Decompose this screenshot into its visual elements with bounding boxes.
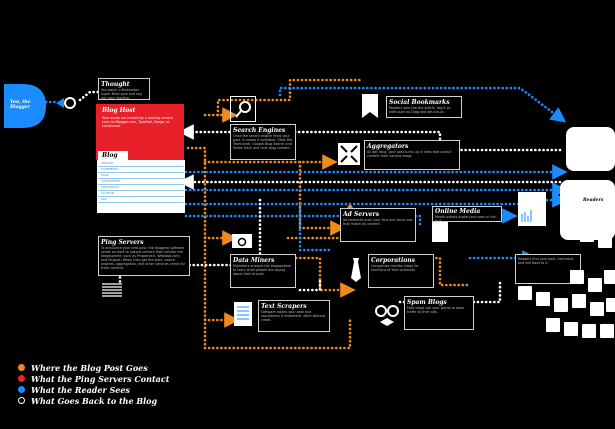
text-scrapers-title: Text Scrapers — [261, 303, 307, 310]
legend-label: What the Ping Servers Contact — [31, 373, 170, 384]
ad-servers-node: Ad Servers Ad networks scan your text an… — [340, 208, 416, 242]
spam-blogs-title: Spam Blogs — [407, 299, 447, 306]
spam-blogs-node: Spam Blogs Fake blogs use your words to … — [404, 296, 474, 330]
online-media-desc: Media outlets quote your post or link to… — [435, 215, 496, 223]
page-icon — [234, 302, 252, 326]
online-media-title: Online Media — [435, 208, 481, 215]
legend-label: What Goes Back to the Blog — [31, 395, 158, 406]
text-scrapers-node: Text Scrapers Software copies your post … — [258, 300, 330, 332]
blog-line: TRACKBACK — [98, 185, 184, 191]
blogger-label: You, the Blogger — [10, 100, 31, 110]
legend-swatch — [18, 386, 25, 393]
legend-swatch — [18, 364, 25, 371]
ad-servers-title: Ad Servers — [343, 211, 380, 218]
legend-item: What the Reader Sees — [18, 384, 169, 395]
reader-doc-icon — [518, 192, 546, 226]
document-icon — [432, 222, 448, 242]
speech-icon — [56, 95, 78, 109]
arrows-icon — [338, 143, 360, 165]
data-miners-desc: Marketers analyze the blogosphere to lea… — [233, 264, 292, 276]
reader-tiles — [510, 228, 615, 428]
social-bookmarks-title: Social Bookmarks — [389, 99, 450, 106]
online-media-node: Online Media Media outlets quote your po… — [432, 206, 502, 223]
search-engines-node: Search Engines Once the search engine fi… — [230, 124, 296, 160]
legend-label: Where the Blog Post Goes — [31, 362, 148, 373]
thought-node: Thought You watch a Budweiser Super Bowl… — [98, 78, 150, 100]
data-miners-node: Data Miners Marketers analyze the blogos… — [230, 254, 296, 288]
legend: Where the Blog Post Goes What the Ping S… — [18, 362, 169, 406]
search-icon — [230, 96, 256, 122]
bookmark-icon — [360, 94, 380, 120]
text-scrapers-desc: Software copies your post and republishe… — [261, 310, 326, 322]
social-bookmarks-desc: Readers who like the article, tag it on … — [389, 106, 451, 114]
blogger-shape-icon — [4, 84, 46, 128]
blog-lines: ARTICLE COMMENTS TAGS CATEGORIES TRACKBA… — [98, 161, 184, 203]
search-engines-desc: Once the search engine finds your post, … — [233, 134, 293, 150]
corporations-desc: Companies monitor blogs for mentions of … — [371, 264, 419, 272]
blog-line: COMMENTS — [98, 167, 184, 173]
reader-monitor-1 — [566, 127, 615, 171]
legend-item: What the Ping Servers Contact — [18, 373, 169, 384]
readers-title: Readers — [583, 198, 604, 203]
readers-desc: Readers find your post, comment, and lin… — [518, 257, 575, 265]
blog-title-tab: Blog — [98, 151, 128, 161]
ad-servers-desc: Ad networks scan your text and serve ads… — [343, 218, 413, 226]
spam-mask-icon — [374, 304, 400, 328]
legend-label: What the Reader Sees — [31, 384, 130, 395]
money-icon — [232, 234, 252, 248]
legend-swatch — [18, 397, 25, 404]
blog-line: ARTICLE — [98, 161, 184, 167]
blog-line: ADS — [98, 197, 184, 203]
blog-line: TAGS — [98, 173, 184, 179]
aggregators-desc: All day long, your post turns up in site… — [367, 150, 452, 158]
aggregators-title: Aggregators — [367, 143, 409, 150]
legend-swatch — [18, 375, 25, 382]
blog-host-title: Blog Host — [102, 107, 136, 114]
spam-blogs-desc: Fake blogs use your words to draw traffi… — [407, 306, 465, 314]
social-bookmarks-node: Social Bookmarks Readers who like the ar… — [386, 96, 462, 118]
ping-servers-desc: To announce your new post, the blogging … — [101, 246, 186, 270]
blogger-node: You, the Blogger — [4, 82, 46, 130]
search-engines-title: Search Engines — [233, 127, 286, 134]
blog-title: Blog — [102, 152, 118, 159]
blog-line: CATEGORIES — [98, 179, 184, 185]
thought-desc: You watch a Budweiser Super Bowl spot an… — [101, 88, 142, 100]
data-miners-title: Data Miners — [233, 257, 275, 264]
tie-icon — [350, 258, 362, 282]
blog-host-node: Blog Host Your words are hosted by a hos… — [96, 104, 184, 160]
blog-host-desc: Your words are hosted by a hosting servi… — [102, 116, 173, 128]
corporations-node: Corporations Companies monitor blogs for… — [368, 254, 434, 288]
legend-item: Where the Blog Post Goes — [18, 362, 169, 373]
blog-line: AUTHOR — [98, 191, 184, 197]
corporations-title: Corporations — [371, 257, 415, 264]
spring-icon — [100, 282, 124, 297]
ping-servers-node: Ping Servers To announce your new post, … — [98, 236, 190, 276]
blog-node: ARTICLE COMMENTS TAGS CATEGORIES TRACKBA… — [97, 160, 185, 213]
thought-title: Thought — [101, 81, 130, 88]
ping-servers-title: Ping Servers — [101, 239, 144, 246]
legend-item: What Goes Back to the Blog — [18, 395, 169, 406]
aggregators-node: Aggregators All day long, your post turn… — [364, 140, 460, 170]
